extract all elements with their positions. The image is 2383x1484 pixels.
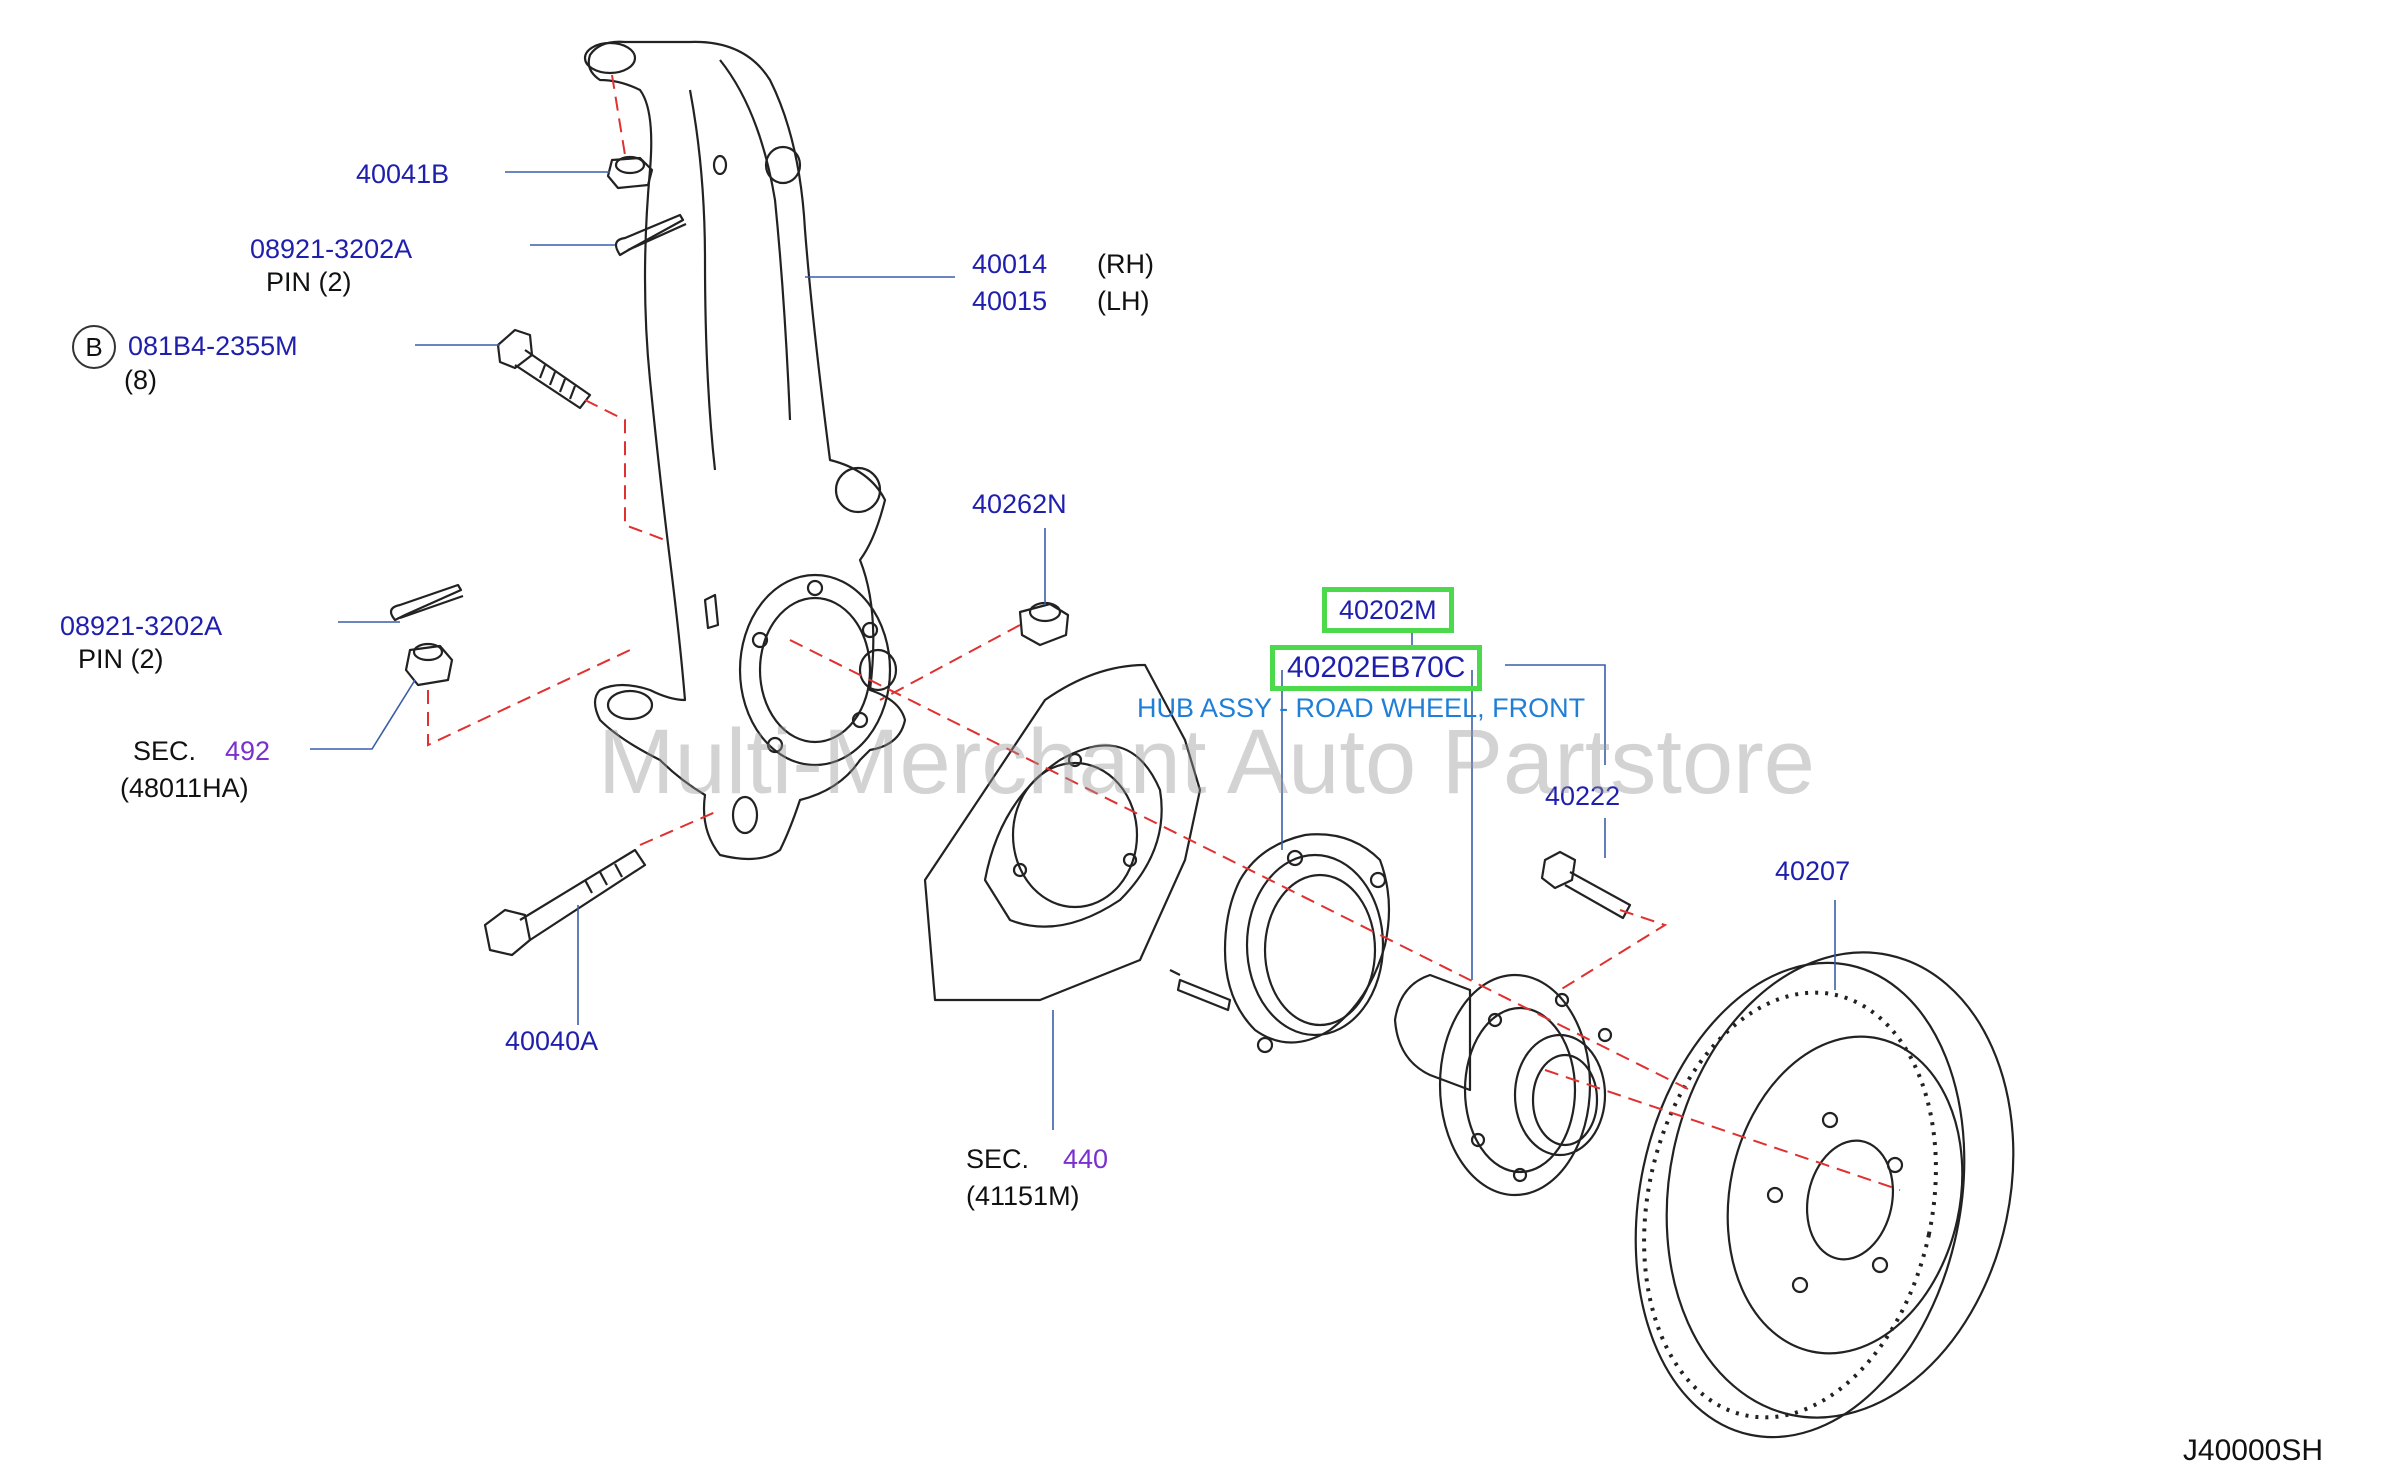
bolt-qty: (8) — [124, 365, 157, 395]
nut-sec-492[interactable] — [404, 642, 454, 687]
part-number-40040a[interactable]: 40040A — [505, 1026, 599, 1056]
cotter-pin-top[interactable] — [614, 213, 687, 257]
part-number-40015[interactable]: 40015 — [972, 286, 1048, 316]
part-number-08921-3202a-top[interactable]: 08921-3202A — [250, 234, 413, 264]
bolt-081b4[interactable] — [496, 328, 592, 410]
sec-subpart-48011ha: (48011HA) — [120, 773, 249, 803]
brake-rotor-40207[interactable] — [1594, 920, 2056, 1468]
sec-subpart-41151m: (41151M) — [966, 1181, 1080, 1211]
steering-knuckle[interactable] — [583, 40, 907, 861]
part-number-40202m[interactable]: 40202M — [1322, 587, 1454, 633]
part-number-40202eb70c[interactable]: 40202EB70C — [1270, 645, 1483, 691]
part-number-08921-3202a-bottom[interactable]: 08921-3202A — [60, 611, 223, 641]
part-number-081b4-2355m[interactable]: 081B4-2355M — [128, 331, 298, 361]
part-number-40041b[interactable]: 40041B — [356, 159, 450, 189]
part-number-40014[interactable]: 40014 — [972, 249, 1048, 279]
sec-label-492: SEC. — [133, 736, 197, 766]
part-number-40207[interactable]: 40207 — [1775, 856, 1851, 886]
rh-label: (RH) — [1097, 249, 1154, 279]
part-number-40262n[interactable]: 40262N — [972, 489, 1067, 519]
cotter-pin-bottom[interactable] — [389, 583, 464, 622]
nut-40041b[interactable] — [606, 155, 654, 190]
callout-b-icon: B — [72, 325, 116, 369]
diagram-code: J40000SH — [2182, 1434, 2323, 1467]
backing-plate-sec-440[interactable] — [923, 663, 1202, 1002]
sec-number-492[interactable]: 492 — [225, 736, 271, 766]
pin-qty-bottom: PIN (2) — [78, 644, 164, 674]
pin-qty-top: PIN (2) — [266, 267, 352, 297]
lh-label: (LH) — [1097, 286, 1150, 316]
nut-40262n[interactable] — [1018, 601, 1070, 647]
sec-label-440: SEC. — [966, 1144, 1030, 1174]
hub-bearing[interactable] — [1169, 833, 1391, 1054]
assembly-lines — [427, 74, 1901, 1191]
part-number-40222[interactable]: 40222 — [1545, 781, 1621, 811]
leader-lines — [310, 171, 1836, 1130]
watermark: Multi-Merchant Auto Partstore — [598, 711, 1815, 813]
sec-number-440[interactable]: 440 — [1063, 1144, 1109, 1174]
wheel-hub[interactable] — [1393, 973, 1613, 1197]
wheel-stud-40222[interactable] — [1540, 850, 1632, 920]
hub-assy-description: HUB ASSY - ROAD WHEEL, FRONT — [1137, 693, 1586, 723]
bolt-40040a[interactable] — [483, 848, 647, 957]
